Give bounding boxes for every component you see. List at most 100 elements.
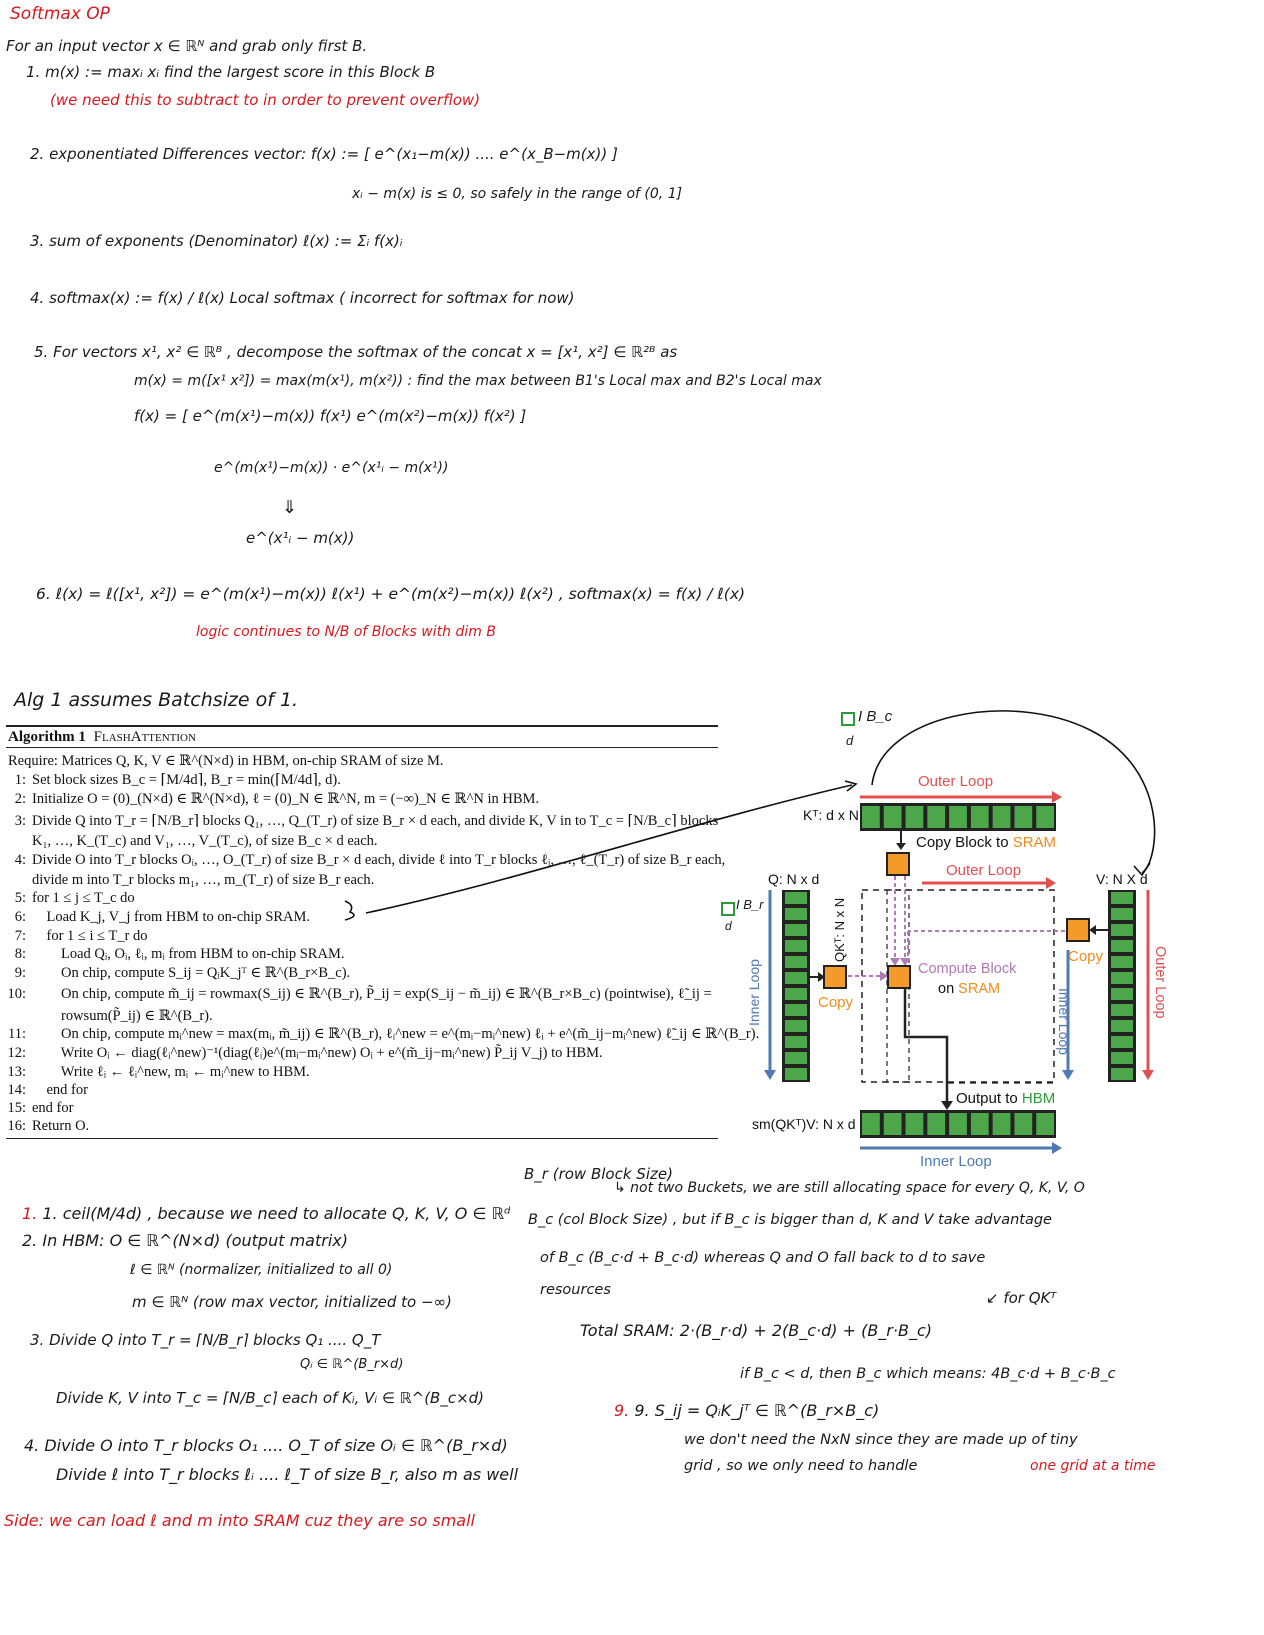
copy-left-label: Copy xyxy=(818,994,854,1011)
algo-line-text: end for xyxy=(32,1082,88,1098)
algo-line: 12: Write Oᵢ ← diag(ℓᵢ^new)⁻¹(diag(ℓᵢ)e^… xyxy=(0,1045,602,1062)
compute-sram-text: SRAM xyxy=(958,980,1001,997)
compute-block-text: Compute Block xyxy=(918,961,1017,977)
kt-block-cell xyxy=(1036,806,1054,828)
output-label: Output to HBM xyxy=(956,1090,1055,1107)
kt-block-cell xyxy=(1014,806,1033,828)
copy-block-label: Copy Block to SRAM xyxy=(916,834,1056,851)
qkt-matrix xyxy=(861,889,1055,1083)
v-block-cell xyxy=(1111,908,1133,920)
inner-loop-left-label: Inner Loop xyxy=(746,959,762,1026)
note-b4b: Divide ℓ into T_r blocks ℓᵢ .... ℓ_T of … xyxy=(56,1465,519,1484)
algo-line: 14: end for xyxy=(0,1082,88,1099)
algo-line-text: rowsum(P̃_ij) ∈ ℝ^(B_r). xyxy=(32,1008,213,1024)
compute-block xyxy=(887,965,911,989)
algo-line-text: Load K_j, V_j from HBM to on-chip SRAM. xyxy=(32,909,311,925)
note-r3a: ↙ for QKᵀ xyxy=(986,1289,1057,1307)
algo-line-number: 7: xyxy=(14,928,26,944)
softmax-step-1: 1. m(x) := maxᵢ xᵢ find the largest scor… xyxy=(26,63,436,81)
algo-line: 15:end for xyxy=(0,1100,73,1117)
algo-line-text: Write ℓᵢ ← ℓᵢ^new, mᵢ ← mᵢ^new to HBM. xyxy=(32,1064,310,1080)
softmax-step-6-note: logic continues to N/B of Blocks with di… xyxy=(196,624,496,640)
algo-line-number: 8: xyxy=(14,946,26,962)
softmax-step-5: 5. For vectors x¹, x² ∈ ℝᴮ , decompose t… xyxy=(34,343,678,361)
softmax-step-4: 4. softmax(x) := f(x) / ℓ(x) Local softm… xyxy=(30,289,575,307)
q-block-cell xyxy=(785,940,807,952)
smv-label: sm(QKᵀ)V: N x d xyxy=(752,1116,856,1132)
v-block-cell xyxy=(1111,924,1133,936)
v-matrix xyxy=(1108,890,1136,1082)
algo-line: divide m into T_r blocks m₁, …, m_(T_r) … xyxy=(0,872,374,889)
note-r1: B_r (row Block Size) xyxy=(524,1165,673,1183)
note-r9c: grid , so we only need to handle xyxy=(684,1458,918,1474)
note-r1b: ↳ not two Buckets, we are still allocati… xyxy=(614,1180,1085,1196)
softmax-step-5-derive-arrow: ⇓ xyxy=(282,497,298,518)
softmax-step-3: 3. sum of exponents (Denominator) ℓ(x) :… xyxy=(30,232,403,250)
algo-top-rule xyxy=(6,725,718,727)
algo-line: K₁, …, K_(T_c) and V₁, …, V_(T_c), of si… xyxy=(0,833,378,850)
note-b1-text: 1. ceil(M/4d) , because we need to alloc… xyxy=(42,1204,511,1223)
algo-caption-rule xyxy=(6,747,718,748)
block-label-left: I B_r xyxy=(736,897,764,912)
softmax-step-5-f: f(x) = [ e^(m(x¹)−m(x)) f(x¹) e^(m(x²)−m… xyxy=(134,407,527,425)
kt-sram-block xyxy=(886,852,910,876)
q-block-cell xyxy=(785,924,807,936)
v-block-cell xyxy=(1111,1068,1133,1080)
algo-line-text: Initialize O = (0)_(N×d) ∈ ℝ^(N×d), ℓ = … xyxy=(32,791,540,807)
notes-intro: For an input vector x ∈ ℝᴺ and grab only… xyxy=(6,37,368,55)
q-block-cell xyxy=(785,1052,807,1064)
v-block-cell xyxy=(1111,1052,1133,1064)
algo-line-number: 11: xyxy=(8,1026,26,1042)
algo-line: 2:Initialize O = (0)_(N×d) ∈ ℝ^(N×d), ℓ … xyxy=(0,791,539,808)
algo-line: 5:for 1 ≤ j ≤ T_c do xyxy=(0,890,135,907)
algo-line-text: Divide O into T_r blocks Oᵢ, …, O_(T_r) … xyxy=(32,852,726,868)
algo-line: 1:Set block sizes B_c = ⌈M/4d⌉, B_r = mi… xyxy=(0,772,341,789)
algo-line-text: On chip, compute mᵢ^new = max(mᵢ, m̃_ij)… xyxy=(32,1026,760,1042)
q-sram-block xyxy=(823,965,847,989)
algo-line-text: for 1 ≤ i ≤ T_r do xyxy=(32,928,148,944)
kt-block-cell xyxy=(949,806,967,828)
algo-line-text: Load Qᵢ, Oᵢ, ℓᵢ, mᵢ from HBM to on-chip … xyxy=(32,946,345,962)
note-b4: 4. Divide O into T_r blocks O₁ .... O_T … xyxy=(24,1436,508,1455)
note-b2b: ℓ ∈ ℝᴺ (normalizer, initialized to all 0… xyxy=(130,1262,393,1278)
algo-line-number: 14: xyxy=(7,1082,26,1098)
note-b2c: m ∈ ℝᴺ (row max vector, initialized to −… xyxy=(132,1293,452,1311)
output-block-cell xyxy=(905,1113,924,1135)
block-dim-left: d xyxy=(725,919,732,933)
v-block-cell xyxy=(1111,940,1133,952)
note-r2b: of B_c (B_c·d + B_c·d) whereas Q and O f… xyxy=(540,1250,986,1266)
algo-line-number: 9: xyxy=(14,965,26,981)
v-block-cell xyxy=(1111,1004,1133,1016)
inner-loop-bottom-label: Inner Loop xyxy=(920,1153,992,1170)
kt-block-cell xyxy=(905,806,924,828)
note-r9d: one grid at a time xyxy=(1030,1458,1156,1474)
algo-line: 4:Divide O into T_r blocks Oᵢ, …, O_(T_r… xyxy=(0,852,726,869)
note-b1: 1. 1. ceil(M/4d) , because we need to al… xyxy=(22,1204,511,1223)
q-block-cell xyxy=(785,1036,807,1048)
v-block-cell xyxy=(1111,988,1133,1000)
algo-line-text: Divide Q into T_r = ⌈N/B_r⌉ blocks Q₁, …… xyxy=(32,813,719,829)
v-block-cell xyxy=(1111,892,1133,904)
algo-line-text: On chip, compute S_ij = QᵢK_jᵀ ∈ ℝ^(B_r×… xyxy=(32,965,351,981)
notes-title: Softmax OP xyxy=(10,4,110,24)
output-block-cell xyxy=(927,1113,946,1135)
algo-line: 11: On chip, compute mᵢ^new = max(mᵢ, m̃… xyxy=(0,1026,759,1043)
algo-bottom-rule xyxy=(6,1138,718,1139)
kt-block-cell xyxy=(927,806,946,828)
algo-line-number: 16: xyxy=(7,1118,26,1134)
block-label-top: I B_c xyxy=(858,708,893,725)
note-r9b: we don't need the NxN since they are mad… xyxy=(684,1432,1078,1448)
note-b3: 3. Divide Q into T_r = ⌈N/B_r⌉ blocks Q₁… xyxy=(30,1331,381,1349)
algo-line: 13: Write ℓᵢ ← ℓᵢ^new, mᵢ ← mᵢ^new to HB… xyxy=(0,1064,310,1081)
q-block-cell xyxy=(785,972,807,984)
note-b3c: Divide K, V into T_c = ⌈N/B_c⌉ each of K… xyxy=(56,1389,485,1407)
note-b2: 2. In HBM: O ∈ ℝ^(N×d) (output matrix) xyxy=(22,1231,348,1250)
output-block-cell xyxy=(1014,1113,1033,1135)
softmax-step-5-derive-2: e^(x¹ᵢ − m(x)) xyxy=(246,529,355,547)
note-r3: Total SRAM: 2·(B_r·d) + 2(B_c·d) + (B_r·… xyxy=(580,1321,932,1340)
v-sram-block xyxy=(1066,918,1090,942)
algo-line-text: divide m into T_r blocks m₁, …, m_(T_r) … xyxy=(32,872,375,888)
compute-on-text: on xyxy=(938,980,955,997)
note-r2: B_c (col Block Size) , but if B_c is big… xyxy=(528,1212,1052,1228)
